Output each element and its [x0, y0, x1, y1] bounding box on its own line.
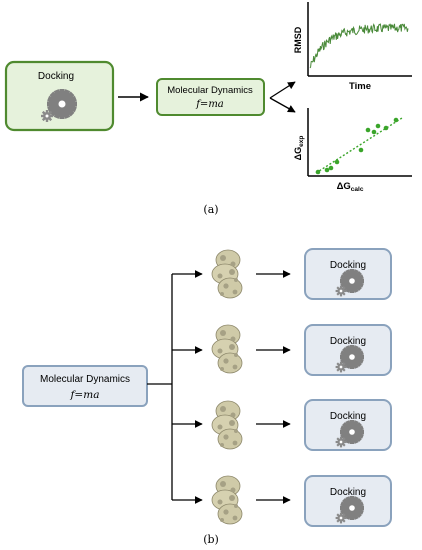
dg-plot: ΔGexp ΔGcalc	[293, 108, 412, 193]
docking-box-b-1: Docking	[304, 248, 392, 300]
protein-structure-icon	[211, 475, 243, 525]
docking-label: Docking	[330, 411, 366, 422]
panel-b: Molecular Dynamics f=ma Docking Docking	[22, 248, 392, 546]
docking-label: Docking	[330, 336, 366, 347]
arrow-to-rmsd	[269, 81, 296, 99]
docking-box-a: Docking	[4, 60, 115, 132]
rmsd-xlabel: Time	[349, 81, 371, 92]
gear-icon	[47, 89, 77, 119]
md-formula: f=ma	[70, 389, 100, 401]
docking-label: Docking	[330, 487, 366, 498]
small-gear-icon	[335, 285, 347, 297]
protein-structure-icon	[211, 249, 243, 299]
docking-box-b-3: Docking	[304, 399, 392, 451]
docking-box-b-4: Docking	[304, 475, 392, 527]
rmsd-trace	[309, 23, 409, 69]
rmsd-ylabel: RMSD	[293, 26, 303, 53]
md-title: Molecular Dynamics	[40, 374, 130, 385]
small-gear-icon	[335, 436, 347, 448]
docking-label: Docking	[330, 260, 366, 271]
docking-box-b-2: Docking	[304, 324, 392, 376]
md-box-a: Molecular Dynamics f=ma	[156, 78, 265, 116]
rmsd-plot: RMSD Time	[293, 2, 412, 92]
scatter-points	[315, 117, 399, 175]
md-title: Molecular Dynamics	[167, 85, 253, 96]
small-gear-icon	[41, 110, 53, 122]
md-formula: f=ma	[195, 99, 224, 110]
dg-xlabel: ΔGcalc	[337, 181, 364, 193]
protein-structure-icon	[211, 400, 243, 450]
small-gear-icon	[335, 361, 347, 373]
fit-line	[315, 117, 403, 174]
dg-ylabel: ΔGexp	[293, 136, 305, 161]
protein-structure-icon	[211, 324, 243, 374]
docking-label: Docking	[38, 71, 74, 82]
caption-b: (b)	[203, 533, 219, 546]
md-box-b: Molecular Dynamics f=ma	[22, 365, 148, 407]
small-gear-icon	[335, 512, 347, 524]
panel-a: Docking Molecular Dynamics f=ma RMSD Tim…	[4, 2, 412, 216]
caption-a: (a)	[203, 203, 218, 216]
arrow-to-dg	[269, 97, 296, 113]
